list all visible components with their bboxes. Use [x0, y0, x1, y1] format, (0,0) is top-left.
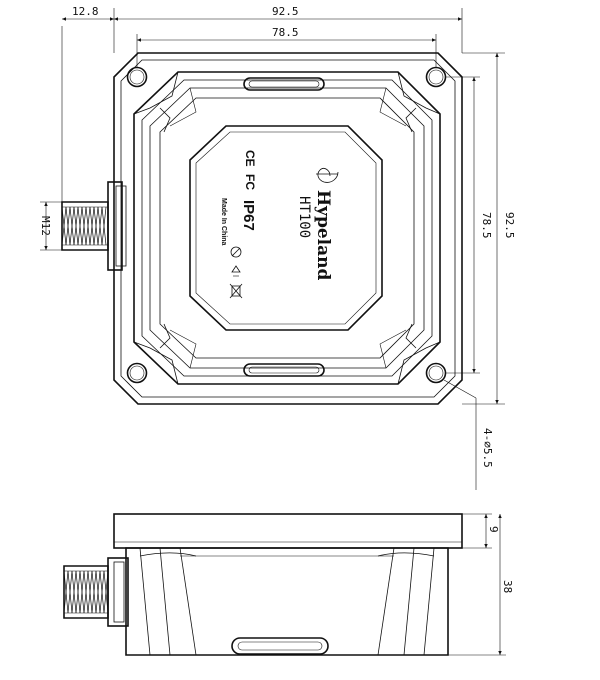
dim-thread: M12: [39, 216, 52, 236]
ip-rating: IP67: [240, 200, 257, 231]
dim-flange-thickness: 9: [487, 526, 500, 533]
dim-overall-width: 92.5: [272, 5, 299, 18]
dim-mounting-holes: 4-∅5.5: [481, 428, 494, 468]
connector-side-view: [63, 557, 129, 627]
bottom-slot: [243, 363, 325, 377]
side-body: [125, 547, 449, 656]
mounting-hole-top-left: [126, 66, 148, 88]
thread-line: [77, 206, 83, 246]
thread-line: [91, 570, 97, 614]
thread-line: [75, 570, 81, 614]
side-flange: [113, 513, 463, 549]
thread-line: [97, 206, 103, 246]
recycle-icon: [231, 265, 241, 277]
dimension-lines: [40, 8, 506, 656]
corner-ribs: [133, 71, 441, 385]
flange-outline: [113, 52, 463, 405]
connector-thread: [61, 206, 107, 246]
dim-overall-height: 92.5: [503, 212, 516, 239]
mounting-hole-top-right: [425, 66, 447, 88]
thread-line: [103, 570, 109, 614]
thread-line: [87, 570, 93, 614]
thread-line: [85, 206, 91, 246]
top-slot: [243, 77, 325, 91]
thread-line: [79, 570, 85, 614]
thread-line: [73, 206, 79, 246]
thread-line: [99, 570, 105, 614]
thread-line: [101, 206, 107, 246]
ce-mark: CE: [243, 150, 257, 167]
dim-connector-offset: 12.8: [72, 5, 99, 18]
thread-line: [95, 570, 101, 614]
thread-line: [71, 570, 77, 614]
dim-hole-spacing-width: 78.5: [272, 26, 299, 39]
thread-line: [83, 570, 89, 614]
thread-line: [81, 206, 87, 246]
thread-line: [67, 570, 73, 614]
thread-line: [63, 570, 69, 614]
connector-top-view: [61, 181, 127, 271]
weee-bin-icon: [229, 283, 243, 299]
thread-line: [61, 206, 67, 246]
label-plate: [189, 125, 383, 331]
connector-thread-side: [63, 570, 109, 614]
side-bottom-slot: [231, 637, 329, 655]
model-name: HT100: [296, 196, 312, 238]
brand-logo: [316, 168, 339, 183]
mounting-hole-bottom-left: [126, 362, 148, 384]
fc-mark: FC: [243, 174, 257, 190]
mounting-hole-bottom-right: [425, 362, 447, 384]
dim-body-height: 38: [501, 580, 514, 593]
thread-line: [93, 206, 99, 246]
brand-name: Hypeland: [313, 190, 333, 280]
no-symbol-icon: [230, 246, 242, 258]
side-view: [63, 513, 463, 656]
thread-line: [65, 206, 71, 246]
thread-line: [89, 206, 95, 246]
made-in-label: Made In China: [220, 198, 227, 246]
top-view: Hypeland HT100 CE FC IP67 Made In China: [61, 52, 463, 405]
body-outer-octagon: [133, 71, 441, 385]
dim-hole-spacing-height: 78.5: [480, 212, 493, 239]
thread-line: [69, 206, 75, 246]
